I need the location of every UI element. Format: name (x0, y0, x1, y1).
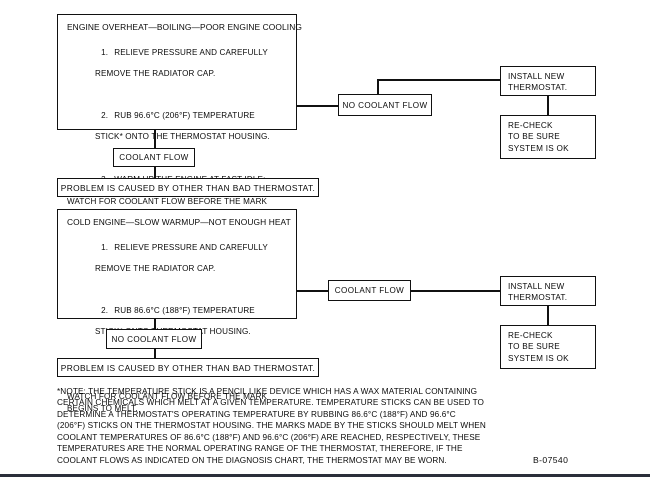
node-install-new-thermostat-cold: INSTALL NEW THERMOSTAT. (500, 276, 596, 306)
connector-nocoolant-riser (377, 79, 379, 99)
step-item: 1. RELIEVE PRESSURE AND CAREFULLY REMOVE … (67, 232, 288, 296)
footnote-line: *NOTE: THE TEMPERATURE STICK IS A PENCIL… (57, 387, 478, 396)
step-number: 1. (101, 47, 109, 57)
step-text-cont: REMOVE THE RADIATOR CAP. (95, 68, 216, 78)
panel-cold-engine: COLD ENGINE—SLOW WARMUP—NOT ENOUGH HEAT … (57, 209, 297, 413)
verify-line-3: SYSTEM IS OK (508, 353, 569, 363)
node-label: COOLANT FLOW (334, 286, 405, 295)
conclusion-text: PROBLEM IS CAUSED BY OTHER THAN BAD THER… (60, 362, 316, 373)
verify-line-1: RE-CHECK (508, 331, 553, 340)
step-text: RUB 96.6°C (206°F) TEMPERATURE (114, 111, 255, 121)
step-number: 1. (101, 242, 109, 252)
footnote-line: COOLANT TEMPERATURES OF 86.6°C (188°F) A… (57, 432, 481, 442)
connector-nocoolant-to-conclusion-2 (154, 348, 156, 359)
node-coolant-flow-overheat: COOLANT FLOW (113, 148, 195, 167)
connector-overheat-panel-to-nocoolant (296, 105, 338, 107)
footnote-line: COOLANT FLOWS AS INDICATED ON THE DIAGNO… (57, 455, 447, 465)
verify-line-2: TO BE SURE (508, 342, 560, 352)
step-item: 2. RUB 96.6°C (206°F) TEMPERATURE STICK* … (67, 101, 288, 165)
action-line-2: THERMOSTAT. (508, 83, 568, 93)
panel-engine-overheat: ENGINE OVERHEAT—BOILING—POOR ENGINE COOL… (57, 14, 302, 218)
footnote-block: *NOTE: THE TEMPERATURE STICK IS A PENCIL… (57, 386, 617, 466)
verify-line-1: RE-CHECK (508, 121, 553, 130)
action-line-1: INSTALL NEW (508, 282, 565, 291)
node-label: COOLANT FLOW (119, 153, 189, 162)
node-recheck-cold: RE-CHECK TO BE SURE SYSTEM IS OK (500, 325, 596, 369)
footnote-line: DETERMINE A THERMOSTAT'S OPERATING TEMPE… (57, 409, 456, 419)
step-item: 1. RELIEVE PRESSURE AND CAREFULLY REMOVE … (67, 37, 288, 101)
panel-tail-line-1: WATCH FOR COOLANT FLOW BEFORE THE MARK (67, 391, 268, 401)
step-item: 2.RUB 86.6°C (188°F) TEMPERATURE STICK* … (67, 296, 288, 360)
step-text: RELIEVE PRESSURE AND CAREFULLY (114, 47, 268, 57)
step-number: 2. (101, 306, 109, 316)
node-label: NO COOLANT FLOW (111, 334, 197, 344)
footnote-line: TEMPERATURES ARE THE NORMAL OPERATING RA… (57, 444, 463, 454)
node-recheck-overheat: RE-CHECK TO BE SURE SYSTEM IS OK (500, 115, 596, 159)
page-bottom-rule (0, 474, 650, 477)
node-coolant-flow-cold: COOLANT FLOW (328, 280, 411, 301)
panel-heading-cold: COLD ENGINE—SLOW WARMUP—NOT ENOUGH HEAT (67, 217, 291, 227)
figure-id-label: B-07540 (533, 455, 569, 465)
step-text-cont: REMOVE THE RADIATOR CAP. (95, 263, 216, 273)
connector-nocoolant-to-install (377, 79, 501, 81)
connector-cold-panel-to-coolantflow (296, 290, 328, 292)
footnote-line: (206°F) STICKS ON THE THERMOSTAT HOUSING… (57, 421, 486, 431)
node-no-coolant-flow-overheat: NO COOLANT FLOW (338, 94, 432, 116)
conclusion-cold: PROBLEM IS CAUSED BY OTHER THAN BAD THER… (57, 358, 319, 377)
panel-tail-line-1: WATCH FOR COOLANT FLOW BEFORE THE MARK (67, 196, 268, 206)
connector-install-to-recheck-1 (547, 96, 549, 115)
node-label: NO COOLANT FLOW (342, 100, 428, 110)
step-number: 2. (101, 111, 109, 121)
node-no-coolant-flow-cold: NO COOLANT FLOW (106, 329, 202, 349)
verify-line-2: TO BE SURE (508, 132, 560, 142)
panel-heading-overheat: ENGINE OVERHEAT—BOILING—POOR ENGINE COOL… (67, 22, 302, 32)
connector-cold-panel-to-nocoolant (154, 318, 156, 330)
action-line-2: THERMOSTAT. (508, 293, 568, 303)
panel-steps-overheat: 1. RELIEVE PRESSURE AND CAREFULLY REMOVE … (67, 37, 288, 196)
connector-overheat-panel-to-coolantflow (154, 130, 156, 149)
panel-tail-line-2: BEGINS TO MELT. (67, 403, 138, 413)
conclusion-overheat: PROBLEM IS CAUSED BY OTHER THAN BAD THER… (57, 178, 319, 197)
connector-coolantflow-to-conclusion-1 (154, 165, 156, 179)
connector-install-to-recheck-2 (547, 306, 549, 325)
footnote-line: CERTAIN CHEMICALS WHICH MELT AT A GIVEN … (57, 398, 485, 408)
step-text: RUB 86.6°C (188°F) TEMPERATURE (114, 306, 255, 316)
step-text-cont: STICK* ONTO THE THERMOSTAT HOUSING. (95, 132, 270, 142)
node-install-new-thermostat-overheat: INSTALL NEW THERMOSTAT. (500, 66, 596, 96)
step-text: RELIEVE PRESSURE AND CAREFULLY (114, 242, 268, 252)
conclusion-text: PROBLEM IS CAUSED BY OTHER THAN BAD THER… (60, 182, 316, 193)
verify-line-3: SYSTEM IS OK (508, 143, 569, 153)
action-line-1: INSTALL NEW (508, 72, 565, 81)
connector-coolantflow-to-install-2 (411, 290, 501, 292)
